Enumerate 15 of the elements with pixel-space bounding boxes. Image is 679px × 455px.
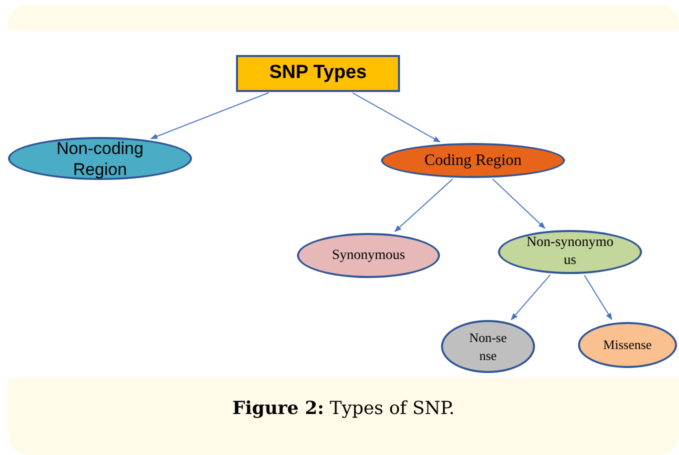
arrow	[352, 92, 441, 142]
arrow	[584, 274, 612, 320]
arrow	[492, 178, 546, 229]
figure-caption: Figure 2: Types of SNP.	[232, 397, 455, 421]
node-label: Coding Region	[424, 150, 522, 170]
title-box	[236, 55, 400, 92]
node-label: Non-sense	[468, 328, 508, 364]
arrow	[150, 92, 270, 140]
arrow	[510, 274, 551, 320]
node-label: SNP Types	[269, 61, 367, 86]
node-label: Non-synonymous	[525, 234, 615, 270]
node-label: Synonymous	[332, 247, 406, 265]
node-label: Non-coding Region	[56, 138, 144, 180]
arrow	[394, 178, 454, 232]
node-label: Missense	[603, 336, 652, 354]
